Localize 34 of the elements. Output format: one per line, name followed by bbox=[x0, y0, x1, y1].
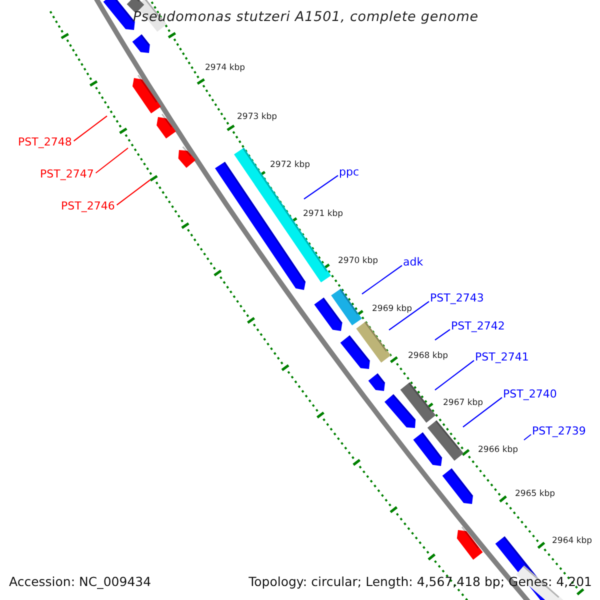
position-label: 2967 kbp bbox=[443, 398, 484, 408]
leader-line bbox=[73, 116, 108, 142]
leader-line bbox=[434, 360, 474, 390]
position-label: 2974 kbp bbox=[205, 63, 246, 73]
leader-line bbox=[462, 397, 502, 428]
position-label: 2966 kbp bbox=[478, 445, 518, 455]
gene-label: PST_2748 bbox=[18, 136, 72, 148]
gene-label: PST_2741 bbox=[475, 350, 529, 364]
leader-line bbox=[388, 301, 430, 330]
genome-stats-text: Topology: circular; Length: 4,567,418 bp; Genes: 4,201 bbox=[248, 574, 592, 589]
leader-line bbox=[434, 329, 450, 340]
gene-label: adk bbox=[403, 256, 424, 268]
leader-line bbox=[304, 175, 338, 200]
position-label: 2965 kbp bbox=[515, 489, 556, 499]
map-title: Pseudomonas stutzeri A1501, complete genome bbox=[133, 9, 478, 25]
gene-label: PST_2746 bbox=[61, 200, 115, 212]
accession-text: Accession: NC_009434 bbox=[9, 574, 152, 589]
position-label: 2964 kbp bbox=[552, 536, 592, 546]
position-label: 2970 kbp bbox=[338, 256, 378, 266]
gene-label: PST_2742 bbox=[451, 320, 505, 332]
gene-label: PST_2739 bbox=[532, 424, 586, 438]
position-label: 2971 kbp bbox=[303, 209, 344, 219]
leader-line bbox=[116, 180, 150, 206]
gene-label: PST_2747 bbox=[40, 168, 94, 180]
gene-label: PST_2740 bbox=[503, 388, 557, 400]
leader-line bbox=[95, 148, 128, 174]
position-label: 2973 kbp bbox=[237, 112, 278, 122]
leader-line bbox=[362, 265, 402, 294]
position-label: 2968 kbp bbox=[408, 351, 448, 361]
gene-label: PST_2743 bbox=[430, 292, 484, 304]
position-label: 2969 kbp bbox=[372, 304, 412, 314]
position-label: 2972 kbp bbox=[270, 160, 310, 170]
gene-label: ppc bbox=[339, 166, 360, 178]
leader-line bbox=[524, 434, 532, 440]
